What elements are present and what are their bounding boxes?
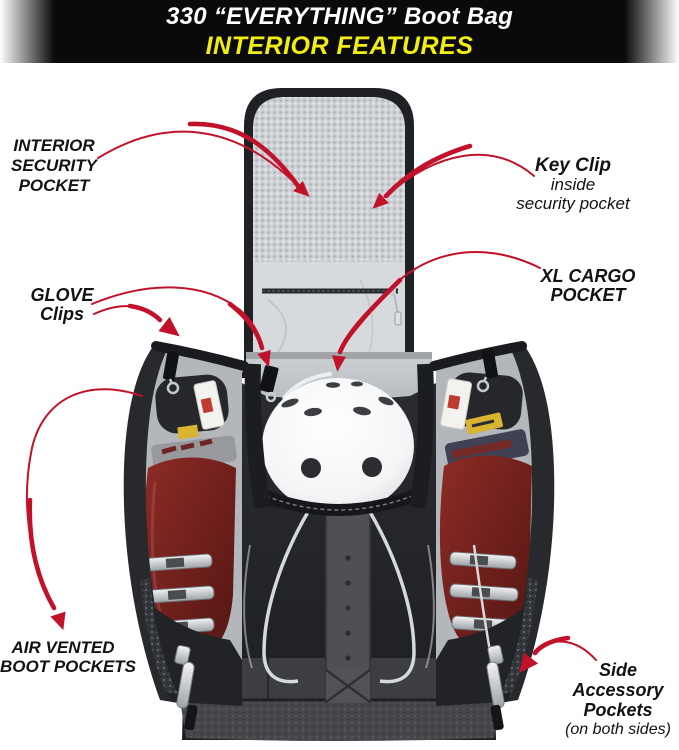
callout-line: Accessory [572,680,664,700]
right-air-vent-mesh [500,578,538,694]
header-banner: 330 “EVERYTHING” Boot Bag INTERIOR FEATU… [0,0,679,63]
left-air-vent-mesh [140,578,178,694]
callout-glove-clips: GLOVE Clips [16,286,108,324]
helmet-shell [262,378,414,514]
callout-interior-security-pocket: INTERIOR SECURITY POCKET [2,136,106,196]
bottom-panel [180,700,498,741]
left-pocket-shell [123,348,178,703]
callout-line: inside [550,175,596,194]
flap-glove-clip [259,365,279,403]
callout-line: AIR VENTED [11,638,115,657]
security-pocket-panel [253,262,405,366]
callout-side-accessory-pockets: Side Accessory Pockets (on both sides) [556,660,679,740]
bottom-zipper-pull-left [174,645,198,731]
x-stitch [325,668,371,704]
page-title: 330 “EVERYTHING” Boot Bag [165,2,514,30]
page-subtitle: INTERIOR FEATURES [205,31,474,60]
right-boot-pocket [429,341,555,706]
left-glove-clip [162,351,180,395]
helmet-velcro-dot [362,457,382,477]
carabiner-hook-icon [166,381,180,395]
callout-line: INTERIOR [13,136,95,155]
callout-line: security pocket [516,194,630,213]
arrow-interior-security-pocket [97,121,310,197]
callout-xl-cargo-pocket: XL CARGO POCKET [522,267,654,305]
callout-line: GLOVE [30,285,94,305]
left-front-panel [244,363,271,510]
center-details [243,505,435,704]
arrow-air-vented-boot-pockets [25,388,143,631]
right-pocket-shell [500,348,555,703]
arrow-glove-clips-short [93,303,180,337]
security-pocket-zipper [262,287,402,326]
callout-arrows [25,121,597,673]
callout-line: SECURITY [11,156,97,175]
callout-line: Side [598,660,637,680]
callout-air-vented-boot-pockets: AIR VENTED BOOT POCKETS [0,638,137,676]
right-piping [368,511,416,684]
carabiner-hook-icon [265,391,277,403]
open-flap [240,88,418,378]
zipper-pull-icon [394,311,402,326]
callout-line: (on both sides) [565,721,671,738]
left-piping [262,511,310,684]
callout-line: POCKET [18,176,90,195]
helmet-velcro-dot [301,458,321,478]
callout-line: BOOT POCKETS [0,657,137,676]
arrow-side-accessory-pockets [519,635,597,673]
callout-line: POCKET [550,285,626,305]
right-front-panel [409,363,434,510]
callout-line: Clips [39,304,84,324]
left-boot-pocket [123,341,249,706]
right-glove-clip [476,349,499,393]
bottom-zipper-pull-right [486,644,505,731]
callout-line: Key Clip [534,155,612,176]
arrow-key-clip [372,143,535,209]
carabiner-hook-icon [476,379,490,393]
arrow-xl-cargo-pocket [332,251,541,372]
callout-key-clip: Key Clip inside security pocket [506,156,640,213]
arrow-glove-clips-long [91,286,271,368]
left-ski-boot [143,374,237,657]
callout-line: XL CARGO [540,266,636,286]
callout-line: Pockets [583,700,653,720]
